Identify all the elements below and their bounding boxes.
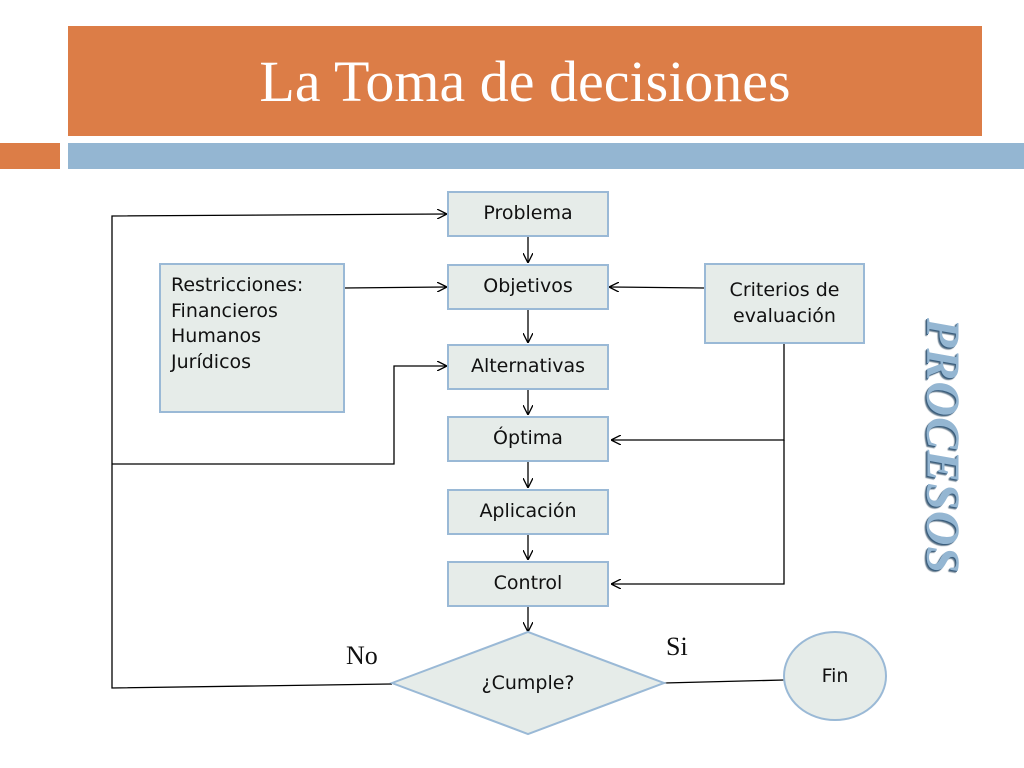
box-objetivos-label: Objetivos [483, 275, 573, 298]
criterios-line: Criterios de [729, 278, 840, 301]
connector-criterios-optima [612, 344, 785, 440]
box-optima-label: Óptima [493, 427, 563, 450]
accent-bar-orange [0, 143, 60, 169]
box-alternativas: Alternativas [447, 344, 609, 390]
decision-label: ¿Cumple? [481, 672, 575, 694]
restricciones-heading: Restricciones: [171, 274, 304, 296]
accent-bar-blue [68, 143, 1024, 169]
end-circle [783, 631, 887, 721]
connector-si-fin [663, 679, 785, 684]
branch-si-label: Si [666, 632, 688, 661]
arrow-restricciones-objetivos [343, 287, 446, 288]
restriccion-item: Jurídicos [171, 350, 252, 373]
box-aplicacion-label: Aplicación [479, 500, 577, 523]
box-problema: Problema [447, 191, 609, 237]
end-label: Fin [821, 665, 849, 687]
box-alternativas-label: Alternativas [470, 355, 586, 378]
criterios-line: evaluación [733, 304, 836, 327]
box-criterios: Criterios de evaluación [704, 263, 865, 344]
connector-no-alternativas [112, 366, 446, 465]
decision-diamond [389, 630, 667, 736]
procesos-side-word: PROCESOS [916, 318, 969, 575]
connector-criterios-control [612, 440, 785, 584]
box-objetivos: Objetivos [447, 264, 609, 310]
branch-no-label: No [346, 641, 378, 670]
restriccion-item: Financieros [171, 299, 278, 322]
restriccion-item: Humanos [171, 325, 262, 348]
box-restricciones: Restricciones: Financieros Humanos Juríd… [159, 263, 345, 413]
box-optima: Óptima [447, 416, 609, 462]
connector-no-problema [111, 214, 446, 689]
box-problema-label: Problema [483, 202, 573, 225]
arrow-criterios-objetivos [610, 287, 705, 288]
title-bar: La Toma de decisiones [68, 26, 982, 136]
slide-title: La Toma de decisiones [259, 48, 791, 114]
box-control: Control [447, 561, 609, 607]
box-aplicacion: Aplicación [447, 489, 609, 535]
box-control-label: Control [493, 572, 563, 595]
